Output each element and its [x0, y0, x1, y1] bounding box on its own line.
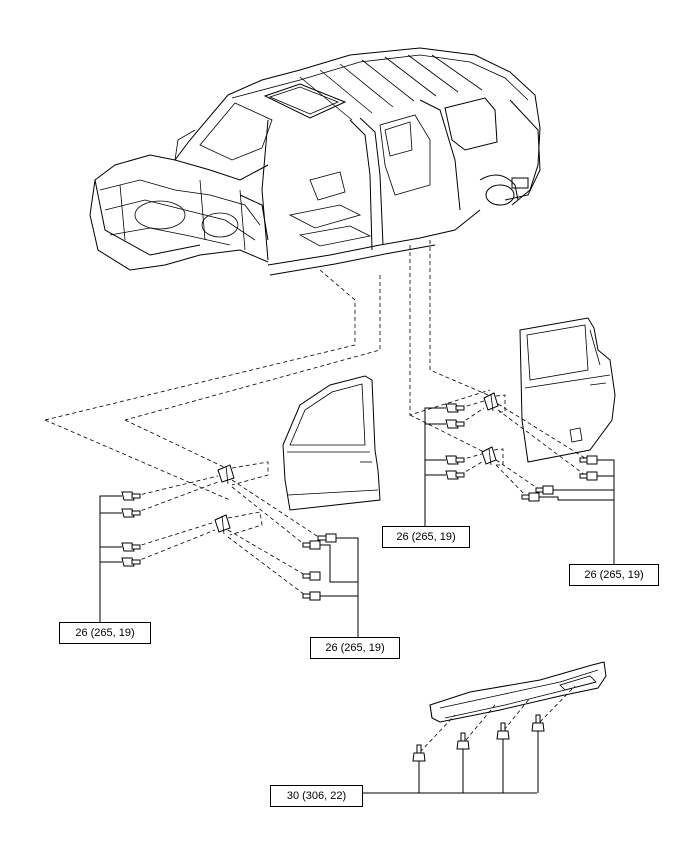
- bolt-icon: [317, 533, 337, 543]
- rocker-bolts: [412, 714, 545, 762]
- door-hinge-icon: [481, 392, 499, 466]
- bolt-icon: [521, 492, 540, 502]
- bolt-icon: [302, 591, 321, 601]
- front-door-icon: [282, 375, 381, 511]
- rear-hinge-dashed: [459, 394, 586, 499]
- bolt-icon: [445, 403, 465, 413]
- torque-callout-front-right: 26 (265, 19): [310, 637, 400, 659]
- leader-rear-right: [539, 459, 615, 564]
- bolt-icon: [531, 714, 545, 732]
- bolt-icon: [121, 508, 141, 518]
- vehicle-body-shell-icon: [89, 47, 541, 276]
- torque-callout-rear-right: 26 (265, 19): [569, 564, 659, 586]
- bolt-icon: [121, 542, 141, 552]
- bolt-icon: [445, 419, 465, 429]
- bolt-icon: [121, 491, 141, 501]
- torque-callout-rear-left: 26 (265, 19): [382, 526, 470, 548]
- bolt-icon: [535, 485, 554, 495]
- bolt-icon: [445, 455, 465, 465]
- bolt-icon: [121, 557, 141, 567]
- door-hinge-icon: [214, 464, 235, 535]
- bolt-icon: [302, 540, 321, 550]
- torque-callout-front-left: 26 (265, 19): [59, 622, 151, 644]
- bolt-icon: [456, 732, 470, 750]
- leader-front-right: [320, 537, 359, 637]
- bolt-icon: [579, 471, 598, 481]
- body-to-hinge-leaders: [44, 240, 496, 501]
- leader-rocker: [363, 731, 539, 794]
- torque-callout-rocker: 30 (306, 22): [270, 785, 363, 807]
- rocker-dashed: [419, 685, 576, 753]
- bolt-icon: [412, 744, 426, 762]
- bolt-icon: [496, 722, 510, 740]
- leader-front-left: [99, 495, 122, 622]
- bolt-icon: [302, 571, 321, 581]
- front-hinge-dashed: [134, 461, 321, 596]
- front-left-bolts: [121, 491, 141, 567]
- rocker-panel-icon: [429, 661, 607, 723]
- rear-door-icon: [519, 317, 616, 463]
- rear-left-bolts: [445, 403, 465, 480]
- rear-right-bolts: [521, 455, 598, 502]
- front-right-bolts: [302, 533, 337, 601]
- bolt-icon: [579, 455, 598, 465]
- bolt-icon: [445, 470, 465, 480]
- leader-rear-left: [424, 407, 446, 526]
